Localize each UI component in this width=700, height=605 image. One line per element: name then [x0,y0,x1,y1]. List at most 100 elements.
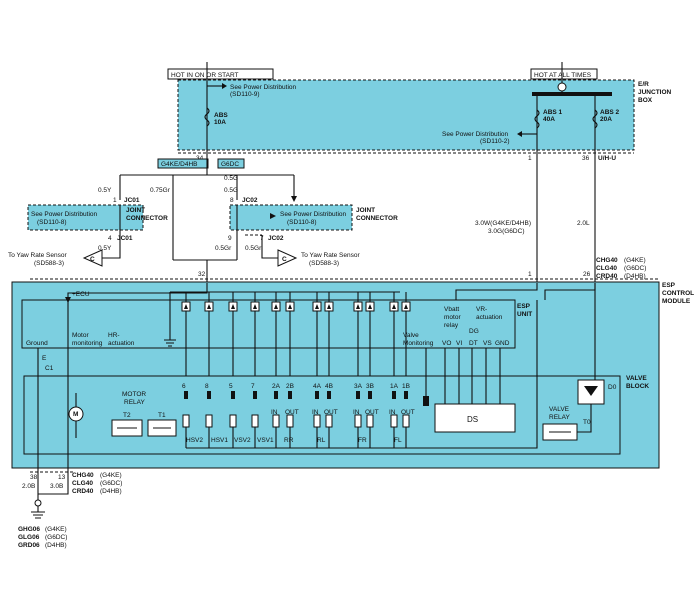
gnd-crd40: CRD40 [72,488,94,495]
power-dist-2-ref: (SD110-2) [480,138,510,145]
driver-triangle-icon [392,304,396,309]
ground-section: 38 13 2.0B 3.0B CHG40 (G4KE) CLG40 (G6DC… [18,470,122,549]
hr-act-2: actuation [108,340,135,347]
valve-mon-1: Valve [403,332,419,339]
jc01-label-bottom: JC01 [117,235,133,242]
driver-triangle-icon [184,304,188,309]
ecu-label: +ECU [72,291,90,298]
jc01-name-1: JOINT [126,207,145,214]
wire-valve-common [420,300,538,449]
valve-terminal [368,391,372,399]
esp-unit-name-1: ESP [517,303,531,310]
vr-act-2: actuation [476,314,503,321]
yaw-conn-c-left-label: C [90,256,95,263]
pin-32: 32 [198,271,206,278]
pin-1-module: 1 [528,271,532,278]
valve-io-5: OUT [365,409,379,416]
valve-coil [251,414,259,428]
gnd-chg40-sfx: (G4KE) [100,472,122,479]
wire-05gr-1: 0.5Gr [215,245,232,252]
relay-t0-label: T0 [583,419,591,426]
valve-terminal [392,391,396,399]
pin-1: 1 [528,155,532,162]
valve-io-3: OUT [324,409,338,416]
engine-tag-g4ke [157,158,209,169]
yaw-conn-c-right [277,249,298,267]
valve-coil [325,414,333,428]
motor-mon-1: Motor [72,332,89,339]
valve-coil [354,414,362,428]
valve-io-1: OUT [285,409,299,416]
valve-terminal [274,391,278,399]
valve-name-6: FR [358,437,367,444]
gnd-chg40-top-sfx: (G4KE) [624,257,646,264]
yaw-sensor-right-text: To Yaw Rate Sensor [301,252,360,259]
module-name-2: CONTROL [662,290,694,297]
jc02-name-1: JOINT [356,207,375,214]
pin-c1: C1 [45,365,54,372]
wire-20l: 2.0L [577,220,590,227]
junction-box-name-1: E/R [638,81,649,88]
wire-05g-1: 0.5G [224,175,238,182]
jc01-out-wire [102,230,121,259]
valve-name-7: FL [394,437,402,444]
fuse-abs2-symbol [592,109,598,129]
wire-30w: 3.0W(G4KE/D4HB) [475,220,531,227]
valve-io-0: IN [271,409,278,416]
valve-name-5: RL [317,437,326,444]
vbatt-3: relay [444,322,459,329]
pin-jc02-9: 9 [228,235,232,242]
wire-ecu-feed [67,283,208,300]
engine-label-g4ke: G4KE/D4HB [161,161,198,168]
hot-on-start-label: HOT IN ON OR START [171,72,239,79]
valve-coil [205,414,213,428]
valve-block-name-1: VALVE [626,375,647,382]
wire-05y-1: 0.5Y [98,187,112,194]
wire-05y-2: 0.5Y [98,245,112,252]
bus-bar [532,92,612,96]
pin-13: 13 [58,474,66,481]
gnd-ghg06: GHG06 [18,526,40,533]
motor-mon-2: monitoring [72,340,103,347]
ground-label: Ground [26,340,48,347]
gnd-glg06: GLG06 [18,534,40,541]
wire-30g: 3.0G(G6DC) [488,228,524,235]
pin-26: 26 [583,271,591,278]
wire-30b: 3.0B [50,483,63,490]
valve-block-box [23,375,621,455]
valve-terminal [288,391,292,399]
jc02-name-2: CONNECTOR [356,215,398,222]
jc02-out-2 [261,235,278,259]
gnd-crd40-top-sfx: (D4HB) [624,273,646,280]
valve-pin-0: 6 [182,383,186,390]
valve-terminal [207,391,211,399]
esp-unit-box [21,299,516,349]
yaw-sensor-right-ref: (SD588-3) [309,260,339,267]
fuse-abs-symbol [204,107,210,127]
valve-coil [272,414,280,428]
valve-pin-7: 4B [325,383,333,390]
wire-20b: 2.0B [22,483,35,490]
driver-triangle-icon [231,304,235,309]
module-name-3: MODULE [662,298,691,305]
vr-act-1: VR- [476,306,487,313]
motor-relay-1: MOTOR [122,391,146,398]
driver-triangle-icon [368,304,372,309]
jc01-label-top: JC01 [124,197,140,204]
wire-valve-relay [577,283,596,433]
pin-jc01-1: 1 [113,197,117,204]
dg-dt: DT [469,340,478,347]
valve-terminal [184,391,188,399]
ground-point-icon [34,499,42,507]
main-wiring: 0.5Y 0.75Gr 0.5G 0.5G 1 JC01 8 JC02 [98,150,297,260]
arrow-down-icon [291,196,297,202]
valve-coil [286,414,294,428]
yaw-conn-c-right-label: C [282,256,287,263]
gnd-chg40-top: CHG40 [596,257,618,264]
pin-jc01-4: 4 [108,235,112,242]
vbatt-2: motor [444,314,461,321]
driver-triangle-icon [207,304,211,309]
valve-pin-11: 1B [402,383,410,390]
valve-name-1: HSV1 [211,437,228,444]
